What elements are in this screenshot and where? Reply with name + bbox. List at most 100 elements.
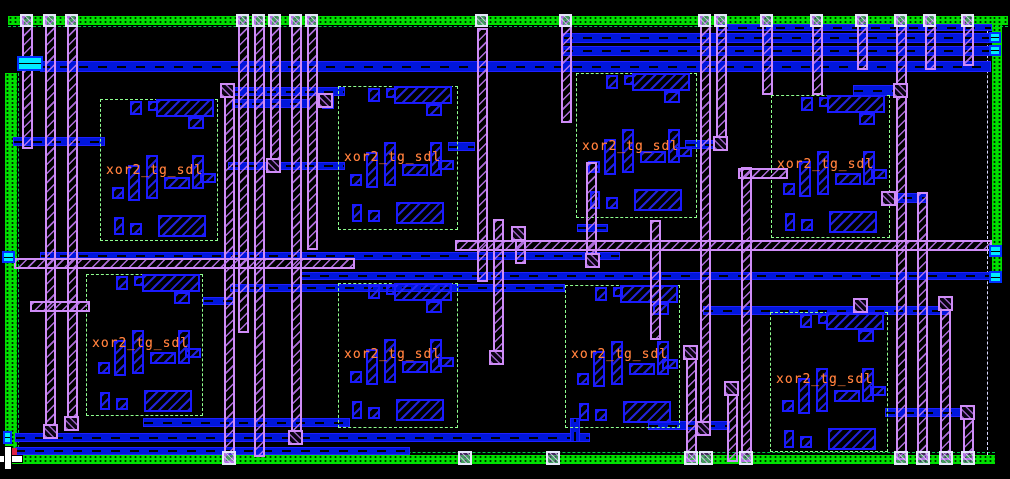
metal2-trace-v[interactable] <box>561 14 572 123</box>
via-metal2-contact[interactable] <box>696 421 711 436</box>
metal1-trace-h[interactable] <box>40 61 991 72</box>
cell-device-shape <box>801 219 813 231</box>
cell-device-shape <box>871 169 887 179</box>
metal2-trace-v[interactable] <box>238 14 249 333</box>
via-metal2-contact[interactable] <box>683 345 698 360</box>
rail-via[interactable] <box>252 14 265 27</box>
via-metal2-contact[interactable] <box>881 191 896 206</box>
metal2-trace-v[interactable] <box>700 14 711 430</box>
cell-instance-label: xor2_tg_sdl <box>106 163 204 178</box>
power-rail-left[interactable] <box>5 73 17 462</box>
via-metal2-contact[interactable] <box>318 93 333 108</box>
via-rail-contact[interactable] <box>17 56 43 71</box>
via-metal2-contact[interactable] <box>43 424 58 439</box>
rail-via[interactable] <box>961 14 974 27</box>
rail-via[interactable] <box>855 14 868 27</box>
metal1-trace-h[interactable] <box>15 447 410 455</box>
via-metal2-contact[interactable] <box>585 253 600 268</box>
via-rail-contact[interactable] <box>2 251 15 263</box>
metal2-trace-h[interactable] <box>738 168 788 179</box>
cell-device-shape <box>800 314 812 328</box>
rail-via[interactable] <box>222 451 236 465</box>
metal1-trace-v[interactable] <box>570 418 580 442</box>
power-rail-right[interactable] <box>992 16 1002 282</box>
rail-via[interactable] <box>739 451 753 465</box>
metal1-trace-h[interactable] <box>448 142 475 151</box>
rail-via[interactable] <box>43 14 56 27</box>
rail-via[interactable] <box>65 14 78 27</box>
metal2-trace-v[interactable] <box>254 14 265 457</box>
via-metal2-contact[interactable] <box>489 350 504 365</box>
via-rail-contact[interactable] <box>989 271 1002 283</box>
rail-via[interactable] <box>236 14 249 27</box>
rail-via[interactable] <box>305 14 318 27</box>
via-metal2-contact[interactable] <box>893 83 908 98</box>
metal2-trace-v[interactable] <box>917 192 928 460</box>
metal1-trace-h[interactable] <box>13 137 105 146</box>
metal2-trace-v[interactable] <box>477 28 488 282</box>
metal2-trace-v[interactable] <box>940 298 951 460</box>
rail-via[interactable] <box>698 14 711 27</box>
metal2-trace-h[interactable] <box>455 240 992 251</box>
rail-via[interactable] <box>268 14 281 27</box>
rail-via[interactable] <box>714 14 727 27</box>
metal2-trace-v[interactable] <box>270 14 281 170</box>
metal2-trace-v[interactable] <box>22 14 33 149</box>
metal1-trace-h[interactable] <box>300 272 991 280</box>
rail-via[interactable] <box>810 14 823 27</box>
via-metal2-contact[interactable] <box>960 405 975 420</box>
power-rail-bottom[interactable] <box>8 455 995 464</box>
rail-via[interactable] <box>699 451 713 465</box>
rail-via[interactable] <box>916 451 930 465</box>
via-metal2-contact[interactable] <box>266 158 281 173</box>
cell-instance-label: xor2_tg_sdl <box>344 347 442 362</box>
via-rail-contact[interactable] <box>3 431 12 444</box>
cell-device-shape <box>834 390 860 402</box>
cell-device-shape <box>396 202 444 224</box>
via-rail-contact[interactable] <box>989 45 1001 56</box>
cell-device-shape <box>185 348 201 358</box>
metal2-trace-v[interactable] <box>650 220 661 340</box>
rail-via[interactable] <box>760 14 773 27</box>
via-metal2-contact[interactable] <box>288 430 303 445</box>
rail-via[interactable] <box>458 451 472 465</box>
rail-via[interactable] <box>559 14 572 27</box>
rail-via[interactable] <box>894 14 907 27</box>
metal2-trace-h[interactable] <box>30 301 90 312</box>
metal2-trace-v[interactable] <box>45 14 56 432</box>
power-rail-top[interactable] <box>8 16 1008 25</box>
via-metal2-contact[interactable] <box>511 226 526 241</box>
rail-via[interactable] <box>939 451 953 465</box>
metal2-trace-v[interactable] <box>686 347 697 462</box>
metal2-trace-v[interactable] <box>291 14 302 438</box>
rail-via[interactable] <box>923 14 936 27</box>
rail-via[interactable] <box>20 14 33 27</box>
cell-device-shape <box>426 301 442 313</box>
metal2-trace-h[interactable] <box>14 258 355 269</box>
cell-device-shape <box>606 75 618 89</box>
cell-device-shape <box>144 390 192 412</box>
via-metal2-contact[interactable] <box>220 83 235 98</box>
metal2-trace-v[interactable] <box>716 14 727 147</box>
via-metal2-contact[interactable] <box>853 298 868 313</box>
metal1-trace-h[interactable] <box>143 418 350 427</box>
metal2-trace-v[interactable] <box>896 14 907 460</box>
metal2-trace-v[interactable] <box>307 14 318 250</box>
metal2-trace-v[interactable] <box>67 14 78 424</box>
rail-via[interactable] <box>546 451 560 465</box>
rail-via[interactable] <box>894 451 908 465</box>
metal2-trace-v[interactable] <box>741 167 752 462</box>
rail-via[interactable] <box>289 14 302 27</box>
rail-via[interactable] <box>961 451 975 465</box>
cell-device-shape <box>98 362 110 374</box>
via-metal2-contact[interactable] <box>938 296 953 311</box>
via-metal2-contact[interactable] <box>724 381 739 396</box>
via-metal2-contact[interactable] <box>64 416 79 431</box>
metal2-trace-v[interactable] <box>224 85 235 463</box>
rail-via[interactable] <box>475 14 488 27</box>
via-rail-contact[interactable] <box>989 32 1001 43</box>
via-rail-contact[interactable] <box>989 245 1002 257</box>
via-metal2-contact[interactable] <box>713 136 728 151</box>
rail-via[interactable] <box>684 451 698 465</box>
